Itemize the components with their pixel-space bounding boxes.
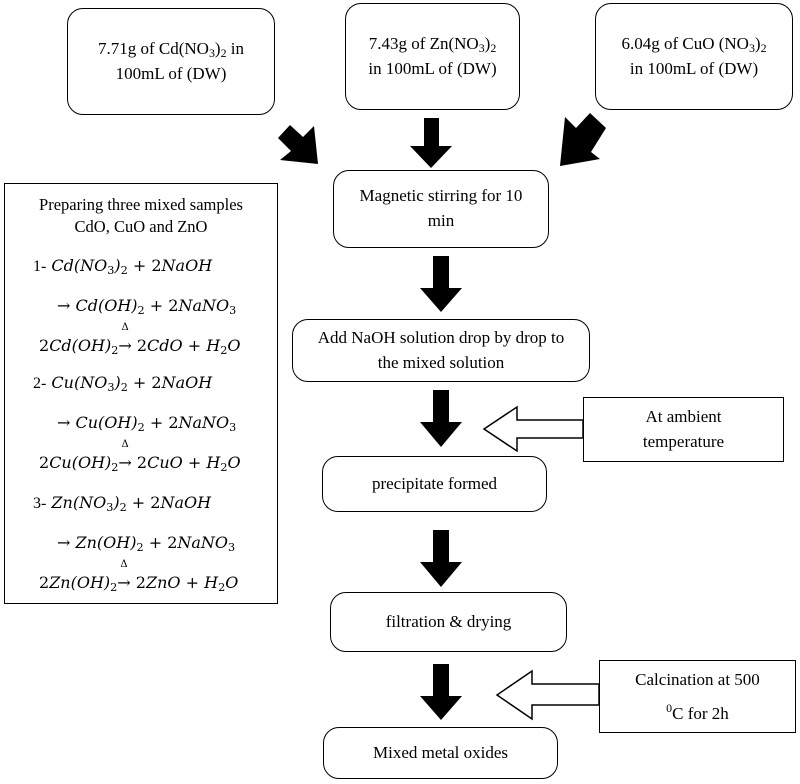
hollow-arrow-ambient (482, 405, 584, 453)
input-zn-line1: 7.43g of Zn(NO3)2 (368, 33, 497, 55)
arrow-input2-to-stirring (410, 118, 452, 168)
input-box-cd-nitrate: 7.71g of Cd(NO3)2 in 100mL of (DW) (67, 8, 275, 115)
input-cd-line2: 100mL of (DW) (115, 63, 227, 83)
calcination-line1: Calcination at 500 (635, 669, 760, 689)
equation-1-line2: → Cd(OH)2 + 2NaNO3 (57, 296, 237, 317)
hollow-arrows (482, 405, 600, 721)
reactions-panel: Preparing three mixed samples CdO, CuO a… (4, 183, 278, 604)
arrows (278, 113, 606, 720)
arrow-input3-to-stirring (560, 113, 606, 166)
step-add-naoh: Add NaOH solution drop by drop to the mi… (292, 319, 590, 382)
filtration-label: filtration & drying (385, 611, 512, 631)
step-magnetic-stirring: Magnetic stirring for 10 min (333, 170, 549, 248)
step-filtration-drying: filtration & drying (330, 592, 567, 652)
step-mixed-metal-oxides: Mixed metal oxides (323, 727, 558, 779)
input-cd-line1: 7.71g of Cd(NO3)2 in (97, 38, 245, 60)
condition-calcination: Calcination at 500 0C for 2h (599, 660, 796, 733)
ambient-line1: At ambient (645, 406, 722, 426)
arrow-input1-to-stirring (278, 125, 318, 164)
arrow-naoh-to-precipitate (420, 390, 462, 447)
arrow-filtration-to-final (420, 664, 462, 720)
input-cuo-line2: in 100mL of (DW) (629, 58, 759, 78)
panel-title-line2: CdO, CuO and ZnO (74, 217, 208, 237)
precipitate-label: precipitate formed (371, 473, 498, 493)
equation-2-line1: 2- Cu(NO3)2 + 2NaOH (33, 373, 213, 394)
final-label: Mixed metal oxides (372, 742, 509, 762)
stirring-line1: Magnetic stirring for 10 (359, 186, 523, 206)
arrow-precipitate-to-filtration (420, 530, 462, 587)
stirring-line2: min (427, 211, 455, 230)
equation-3-line2: → Zn(OH)2 + 2NaNO3 (57, 533, 236, 554)
naoh-line2: the mixed solution (377, 352, 505, 372)
equation-2-line2: → Cu(OH)2 + 2NaNO3 (57, 413, 237, 434)
equation-3-line1: 3- Zn(NO3)2 + 2NaOH (33, 493, 212, 514)
step-precipitate-formed: precipitate formed (322, 456, 547, 512)
input-box-zn-nitrate: 7.43g of Zn(NO3)2 in 100mL of (DW) (345, 3, 520, 110)
ambient-line2: temperature (642, 431, 725, 451)
calcination-line2: 0C for 2h (666, 700, 729, 723)
input-box-cuo-nitrate: 6.04g of CuO (NO3)2 in 100mL of (DW) (595, 3, 793, 110)
condition-ambient-temperature: At ambient temperature (583, 397, 784, 462)
arrow-stirring-to-naoh (420, 256, 462, 312)
input-cuo-line1: 6.04g of CuO (NO3)2 (621, 33, 767, 55)
hollow-arrow-calcination (495, 669, 600, 721)
panel-title-line1: Preparing three mixed samples (39, 195, 243, 214)
equation-1-line1: 1- Cd(NO3)2 + 2NaOH (33, 256, 213, 277)
input-zn-line2: in 100mL of (DW) (368, 58, 497, 78)
naoh-line1: Add NaOH solution drop by drop to (317, 327, 565, 347)
